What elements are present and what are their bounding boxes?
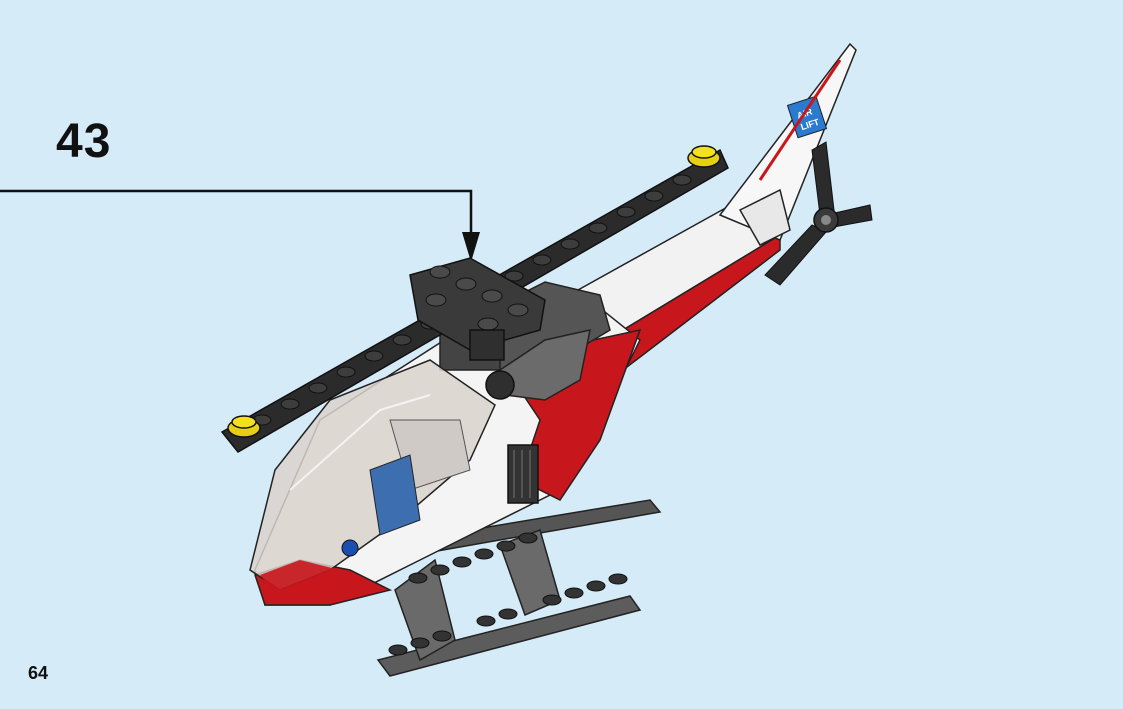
page-number: 64 [28, 664, 48, 682]
callout-arrow [0, 191, 480, 262]
